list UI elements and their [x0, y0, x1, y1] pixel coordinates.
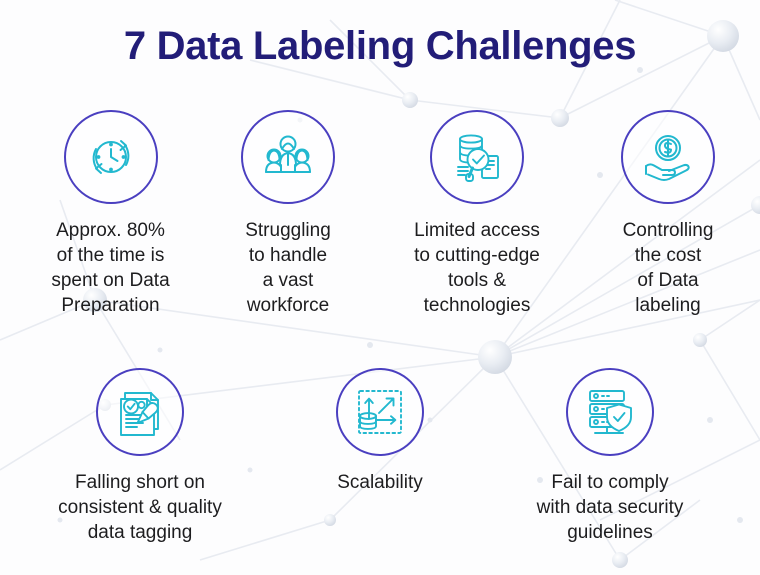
challenge-icon-ring-5: [96, 368, 184, 456]
page-title: 7 Data Labeling Challenges: [123, 24, 637, 68]
challenge-icon-ring-6: [336, 368, 424, 456]
database-search-check-icon: [446, 126, 508, 188]
database-scale-arrows-icon: [351, 383, 409, 441]
challenge-icon-ring-3: [430, 110, 524, 204]
team-people-icon: [258, 127, 318, 187]
challenge-card-1: Approx. 80% of the time is spent on Data…: [18, 110, 203, 318]
challenge-card-4: Controlling the cost of Data labeling: [588, 110, 748, 318]
challenge-icon-ring-1: [63, 110, 158, 204]
server-shield-check-icon: [581, 383, 639, 441]
challenge-label-5: Falling short on consistent & quality da…: [58, 472, 222, 544]
challenge-label-4: Controlling the cost of Data labeling: [622, 220, 714, 317]
challenge-icon-ring-2: [241, 110, 335, 204]
challenge-icon-ring-7: [566, 368, 654, 456]
challenge-card-2: Struggling to handle a vast workforce: [213, 110, 363, 318]
challenge-label-3: Limited access to cutting-edge tools & t…: [414, 220, 540, 317]
challenge-card-7: Fail to comply with data security guidel…: [510, 368, 710, 545]
hand-holding-coin-icon: [638, 127, 698, 187]
challenge-label-1: Approx. 80% of the time is spent on Data…: [51, 220, 170, 317]
challenge-card-5: Falling short on consistent & quality da…: [30, 368, 250, 545]
challenge-label-6: Scalability: [337, 472, 423, 493]
document-stamp-check-icon: [111, 383, 169, 441]
clock-refresh-icon: [81, 127, 141, 187]
challenge-card-6: Scalability: [295, 368, 465, 495]
challenge-card-3: Limited access to cutting-edge tools & t…: [380, 110, 574, 318]
challenge-label-2: Struggling to handle a vast workforce: [245, 220, 331, 317]
challenge-label-7: Fail to comply with data security guidel…: [536, 472, 684, 544]
challenge-icon-ring-4: [621, 110, 715, 204]
